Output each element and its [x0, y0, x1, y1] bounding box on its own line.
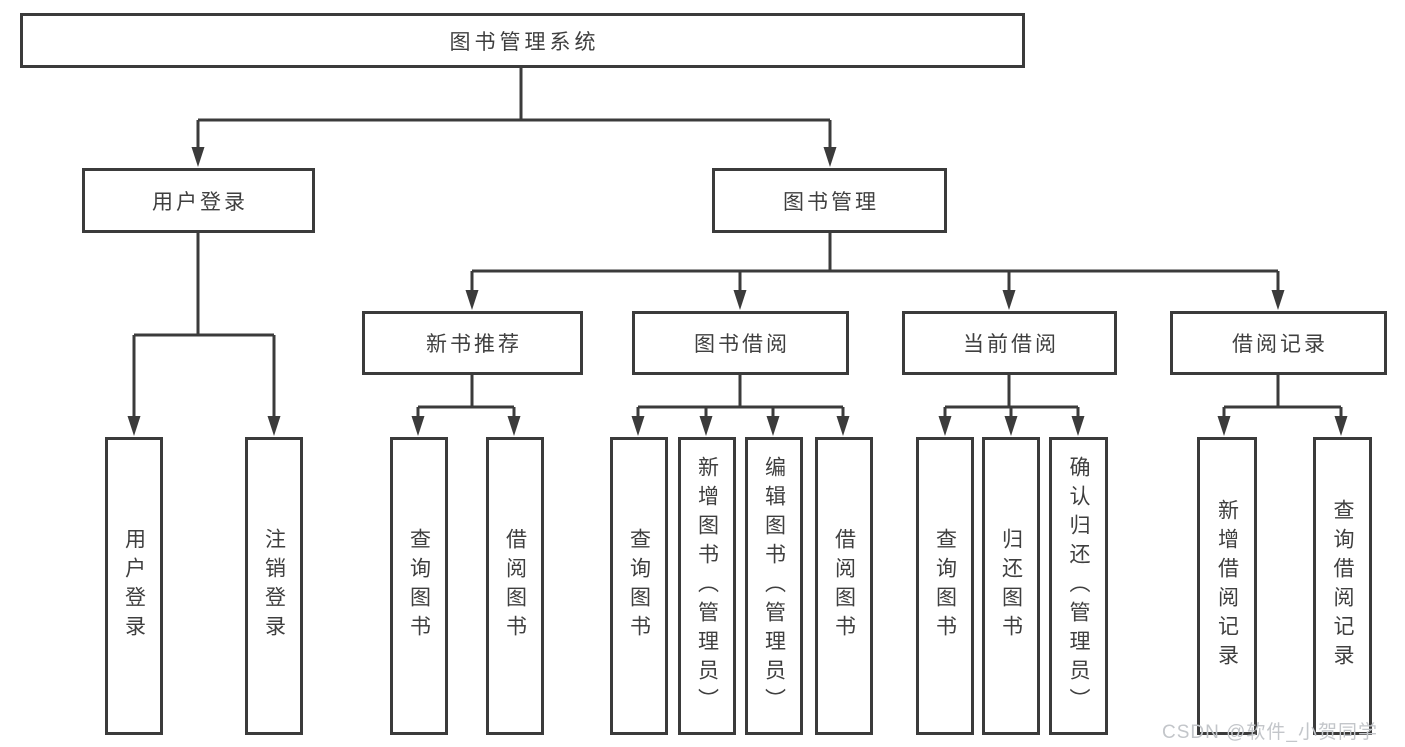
arrow-icon: [766, 416, 780, 436]
node-label: 确认归还（管理员）: [1067, 455, 1090, 717]
node-label: 当前借阅: [963, 333, 1059, 356]
arrow-icon: [191, 147, 205, 167]
node-label: 查询图书: [933, 528, 957, 644]
arrow-icon: [733, 290, 747, 310]
node-new-book-recommendation: 新书推荐: [362, 311, 583, 375]
node-label: 新增图书（管理员）: [695, 455, 719, 717]
arrow-icon: [699, 416, 713, 436]
arrow-icon: [1071, 416, 1085, 436]
leaf-add-book-admin: 新增图书（管理员）: [678, 437, 736, 735]
node-book-borrowing: 图书借阅: [632, 311, 849, 375]
arrow-icon: [1271, 290, 1285, 310]
leaf-query-books-current: 查询图书: [916, 437, 974, 735]
node-book-management: 图书管理: [712, 168, 947, 233]
node-library-system: 图书管理系统: [20, 13, 1025, 68]
arrow-icon: [1217, 416, 1231, 436]
node-label: 编辑图书（管理员）: [762, 455, 786, 717]
node-label: 查询图书: [627, 528, 651, 644]
arrow-icon: [938, 416, 952, 436]
arrow-icon: [411, 416, 425, 436]
leaf-borrow-books-recommend: 借阅图书: [486, 437, 544, 735]
leaf-query-borrow-record: 查询借阅记录: [1313, 437, 1372, 735]
leaf-user-login: 用户登录: [105, 437, 163, 735]
csdn-watermark: CSDN @软件_小贺同学: [1162, 722, 1378, 743]
arrow-icon: [1002, 290, 1016, 310]
node-label: 新书推荐: [426, 333, 522, 356]
leaf-return-books: 归还图书: [982, 437, 1040, 735]
node-label: 注销登录: [262, 528, 286, 644]
leaf-add-borrow-record: 新增借阅记录: [1197, 437, 1257, 735]
arrow-icon: [1004, 416, 1018, 436]
leaf-logout-login: 注销登录: [245, 437, 303, 735]
node-label: 图书借阅: [694, 333, 790, 356]
arrow-icon: [1334, 416, 1348, 436]
node-label: 借阅记录: [1232, 333, 1328, 356]
node-label: 归还图书: [999, 528, 1023, 644]
leaf-query-books-recommend: 查询图书: [390, 437, 448, 735]
node-label: 图书管理: [783, 190, 879, 214]
arrow-icon: [836, 416, 850, 436]
arrow-icon: [507, 416, 521, 436]
arrow-icon: [127, 416, 141, 436]
node-label: 用户登录: [152, 190, 248, 214]
node-label: 查询借阅记录: [1331, 499, 1354, 673]
node-label: 借阅图书: [503, 528, 527, 644]
node-label: 图书管理系统: [449, 30, 600, 54]
leaf-query-books-borrowing: 查询图书: [610, 437, 668, 735]
node-label: 借阅图书: [832, 528, 856, 644]
leaf-confirm-return-admin: 确认归还（管理员）: [1049, 437, 1108, 735]
node-current-borrowing: 当前借阅: [902, 311, 1117, 375]
arrow-icon: [631, 416, 645, 436]
node-label: 用户登录: [122, 528, 146, 644]
leaf-borrow-books-borrowing: 借阅图书: [815, 437, 873, 735]
arrow-icon: [267, 416, 281, 436]
leaf-edit-book-admin: 编辑图书（管理员）: [745, 437, 803, 735]
node-label: 查询图书: [407, 528, 431, 644]
arrow-icon: [465, 290, 479, 310]
node-borrowing-records: 借阅记录: [1170, 311, 1387, 375]
node-label: 新增借阅记录: [1215, 499, 1239, 673]
arrow-icon: [823, 147, 837, 167]
node-user-login: 用户登录: [82, 168, 315, 233]
